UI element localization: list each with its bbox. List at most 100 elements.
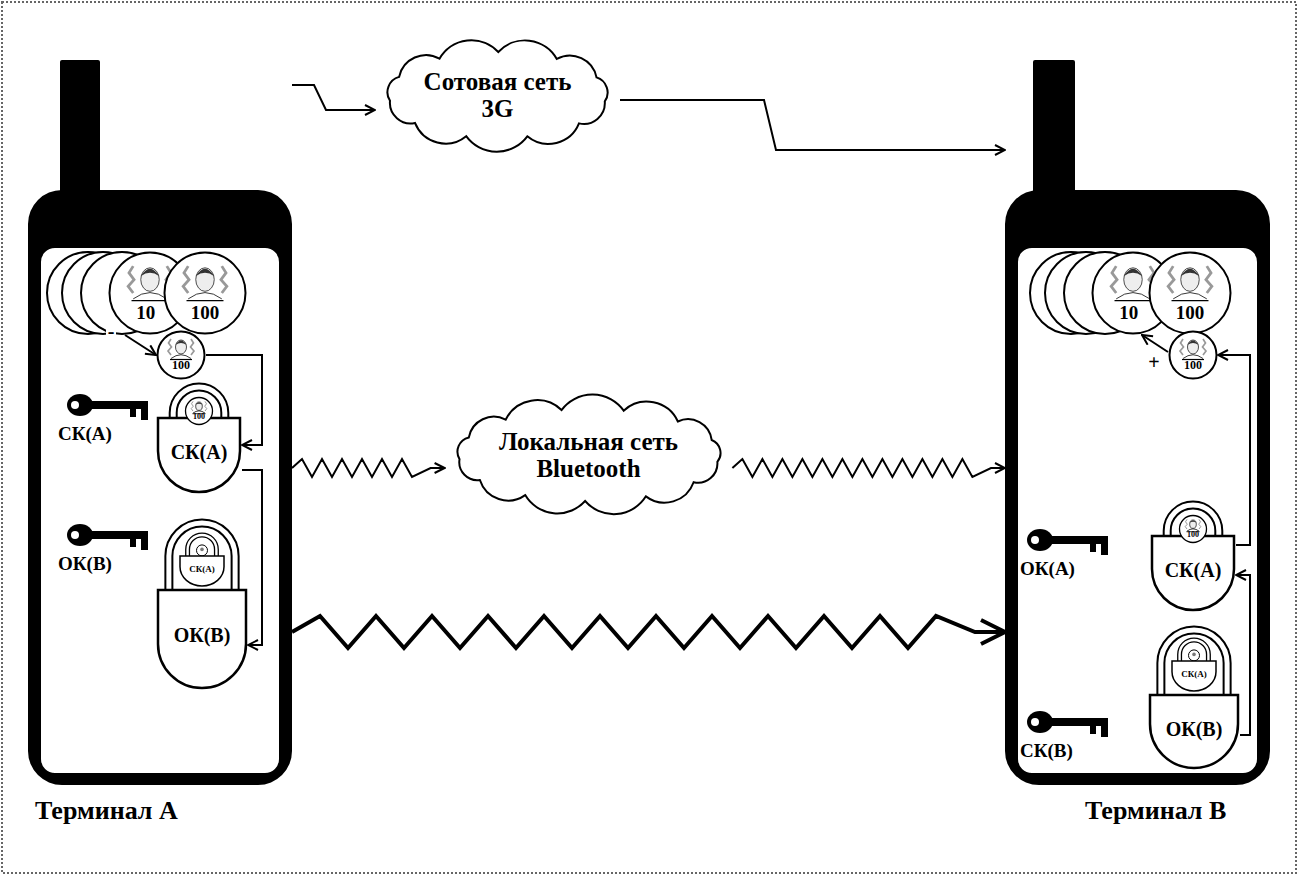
connector [1218,355,1250,545]
coin-rule [1172,300,1209,301]
coin-flame [1199,519,1201,529]
key-bow [1027,529,1053,551]
connector [125,335,156,355]
coin-icon-face [1192,653,1196,657]
node-shape [1148,625,1240,770]
coin: 100 [1148,251,1232,335]
coin-shoulders [171,355,191,359]
coin-rule [187,300,224,301]
coin-face [176,340,187,354]
phone-antenna [1033,60,1075,194]
coin-shoulders [1116,293,1150,299]
coin-icon [197,545,208,556]
padlock: СК(А)100 [1150,500,1236,612]
connector [292,85,375,110]
network-label: Сотовая сеть 3G [413,68,583,123]
coin-hair [1181,269,1199,277]
lock-shackle-inner [1161,630,1227,697]
coin-face [196,402,203,410]
lock-shackle-inner [169,523,235,592]
terminal-label: Терминал В [1085,797,1226,826]
network-cloud: Сотовая сеть 3G [375,38,620,152]
network-label: Локальная сеть Bluetooth [488,428,688,483]
key-tooth [1101,542,1108,555]
node-shape [1178,514,1208,544]
key-bow [67,394,93,416]
coin-rim [1150,253,1231,334]
padlock: СК(А) 100 [156,382,242,494]
padlock: ОК(В)СК(А) [156,518,248,690]
coin-rim [165,253,246,334]
coin-shoulders [133,293,167,299]
lock-body [180,556,224,586]
coin-value: 100 [1184,359,1202,372]
node-shape [1170,637,1218,693]
key-label: ОК(В) [58,554,112,575]
node-shape [156,518,248,690]
coin-hair [1124,269,1142,277]
lock-label: СК(А) [171,441,228,463]
coin-value: 100 [1176,303,1205,324]
coin-value: 100 [1187,531,1199,540]
coin-flame [1111,266,1117,293]
lock-body [158,418,240,492]
coin-flame [128,266,134,293]
coin: 100 [1178,514,1208,544]
lock-body [1150,695,1238,768]
coin-face [196,268,214,292]
phone-terminal: Терминал А10100100СК(А)100ОК(В)СК(А) [28,60,292,785]
key-shaft [1050,718,1108,726]
coin-rim [186,398,213,425]
cloud-outline [387,40,607,152]
connector [620,100,1005,150]
coin-rule [132,300,169,301]
coin: 100 [163,251,247,335]
lock-shackle [169,523,235,592]
connector [292,616,1005,648]
coin-face [1188,340,1199,354]
coin-rim [158,332,205,379]
key-tooth [1090,542,1096,552]
coin-face [141,268,159,292]
coin-flame [183,266,189,293]
coin-face [1124,268,1142,292]
lock-body [158,590,246,688]
key-shaft [90,531,148,539]
coin-icon-face [200,548,204,552]
coin-value: 100 [193,413,205,422]
coin-value: 100 [172,359,190,372]
key-tooth [141,537,148,550]
coin-hair [1190,520,1197,523]
phone-terminal: Терминал В10100100СК(А)100ОК(В)СК(А) [1005,60,1270,785]
edge-sign: + [1146,351,1161,373]
lock-shackle [1180,640,1209,663]
padlock-small: СК(А) [1170,637,1218,693]
coin-flame [205,401,207,411]
coin-hair [196,269,214,277]
coin-rule [1115,300,1152,301]
lock-shackle-inner [188,535,217,558]
coin-hair [141,269,159,277]
lock-shackle [1161,630,1227,697]
coin-hair [196,402,203,405]
connector [732,459,1005,477]
coin-flame [1185,519,1187,529]
phone-body [1005,190,1270,785]
coin: 100 [156,330,206,380]
lock-label: ОК(В) [1166,718,1223,740]
phone-antenna [60,60,100,194]
coin-icon [1189,650,1200,661]
coin-shoulders [1183,355,1203,359]
key-tooth [130,407,136,417]
coin-face [1190,520,1197,528]
node-shape [1168,330,1218,380]
coin-value: 10 [1119,303,1138,324]
coin-shoulders [188,293,222,299]
coin-flame [1203,339,1207,355]
coin-flame [191,339,195,355]
coin-value: 100 [191,303,220,324]
coin-rim [1170,332,1217,379]
key-hole [1031,718,1039,726]
